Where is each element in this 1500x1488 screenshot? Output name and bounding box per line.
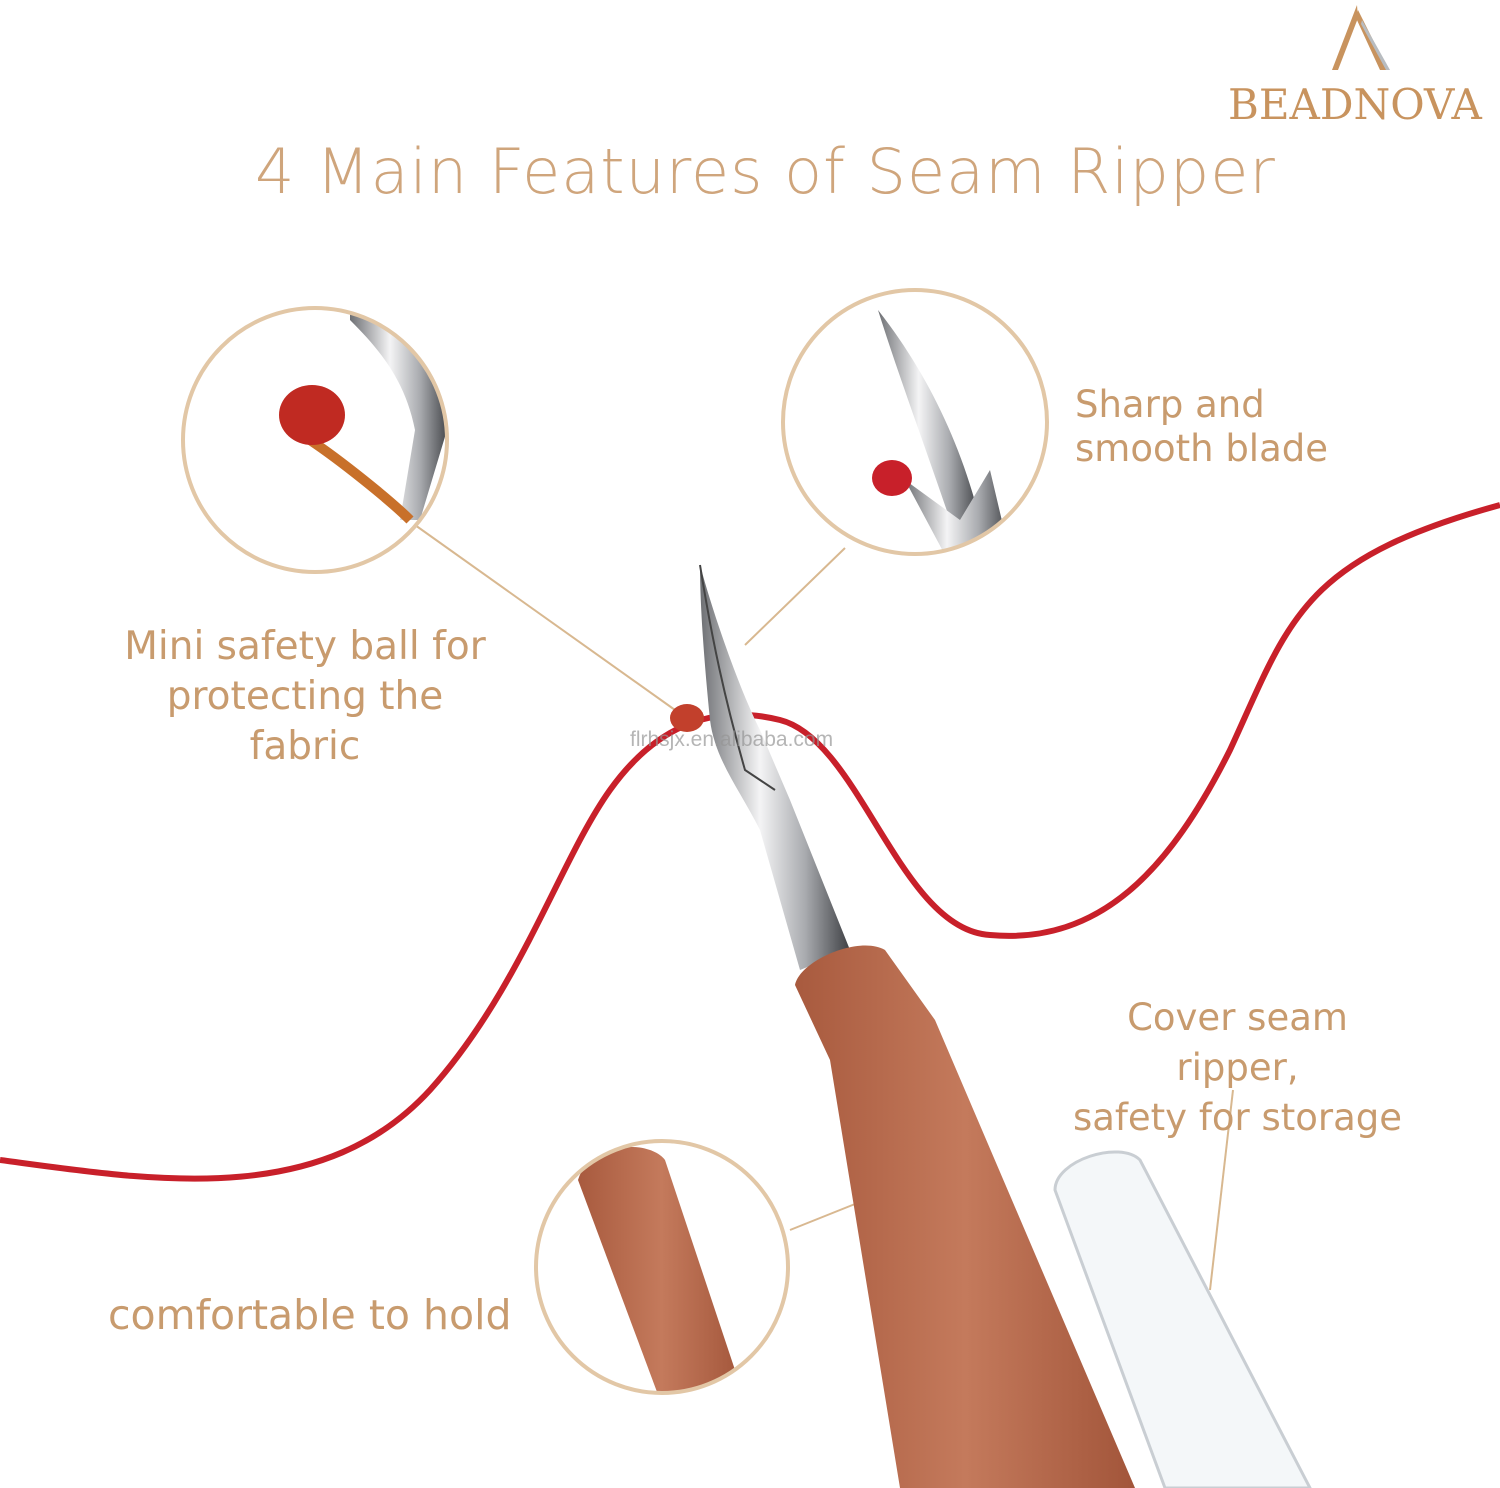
feature-label-safety-ball: Mini safety ball for protecting the fabr… bbox=[110, 622, 500, 772]
zoom-circle-safety-ball bbox=[181, 306, 449, 574]
feature-label-line: Mini safety ball for bbox=[124, 624, 486, 669]
leader-lines bbox=[414, 524, 1234, 1291]
feature-label-line: protecting the fabric bbox=[166, 674, 444, 769]
zoom-circle-handle bbox=[534, 1139, 790, 1395]
page-title: 4 Main Features of Seam Ripper bbox=[255, 135, 1276, 208]
brand-logo-text: BEADNOVA bbox=[1228, 80, 1482, 129]
seam-ripper-handle bbox=[795, 945, 1135, 1488]
zoom-circle-blade bbox=[781, 288, 1049, 556]
feature-label-line: safety for storage bbox=[1072, 1096, 1403, 1139]
feature-label-cover: Cover seam ripper, safety for storage bbox=[1070, 993, 1405, 1143]
seam-ripper-blade bbox=[670, 564, 850, 970]
feature-label-line: Cover seam ripper, bbox=[1127, 996, 1348, 1089]
feature-label-line: Sharp and bbox=[1075, 383, 1265, 426]
seam-ripper-cover bbox=[1053, 1150, 1312, 1488]
red-thread bbox=[0, 502, 1500, 1182]
beadnova-logo-icon bbox=[1332, 5, 1390, 70]
feature-label-line: smooth blade bbox=[1075, 427, 1329, 470]
watermark: flrhsjx.en.alibaba.com bbox=[630, 728, 834, 751]
feature-label-blade: Sharp and smooth blade bbox=[1075, 383, 1328, 471]
feature-label-handle: comfortable to hold bbox=[108, 1291, 512, 1339]
